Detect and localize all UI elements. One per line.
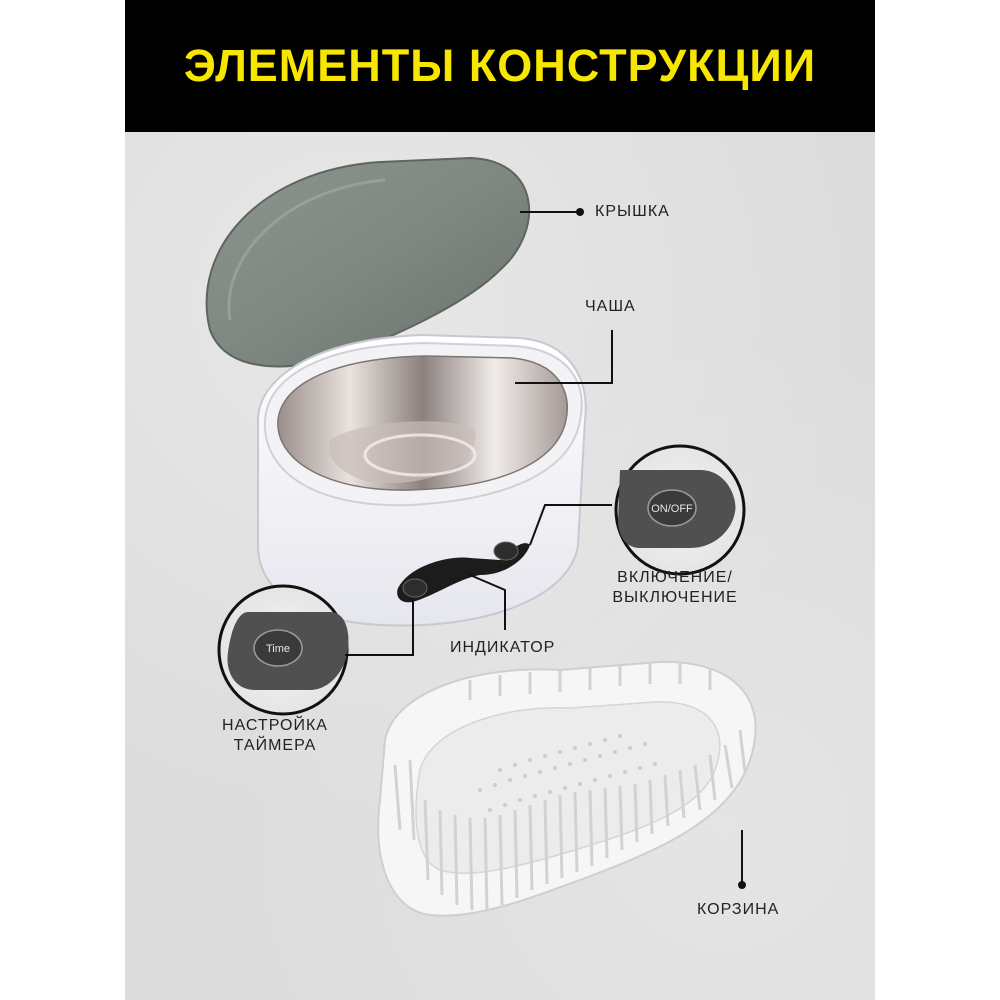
timer-leader [345, 600, 414, 656]
bowl-leader [515, 330, 613, 384]
lid [205, 156, 531, 368]
page-title: ЭЛЕМЕНТЫ КОНСТРУКЦИИ [183, 40, 817, 91]
basket [377, 660, 757, 917]
basket-leader-dot [738, 881, 746, 889]
callout-timer-line1: НАСТРОЙКА [222, 717, 328, 734]
callout-basket: КОРЗИНА [697, 901, 780, 918]
callout-lid: КРЫШКА [595, 203, 670, 220]
basket-holes [478, 734, 657, 812]
header-banner: ЭЛЕМЕНТЫ КОНСТРУКЦИИ [125, 0, 875, 132]
device-body [257, 333, 587, 627]
indicator-leader [469, 574, 506, 630]
on-off-button-text: ON/OFF [651, 503, 693, 515]
time-button-small[interactable] [402, 578, 428, 598]
lid-leader-dot [576, 208, 584, 216]
callout-indicator: ИНДИКАТОР [450, 639, 556, 656]
callout-timer: НАСТРОЙКА ТАЙМЕРА [210, 716, 340, 756]
time-button-text: Time [266, 643, 290, 655]
callout-bowl: ЧАША [585, 298, 636, 315]
callout-power-line2: ВЫКЛЮЧЕНИЕ [612, 589, 738, 606]
callout-timer-line2: ТАЙМЕРА [233, 737, 317, 754]
control-panel [397, 543, 530, 603]
basket-slots [393, 662, 747, 911]
zoom-on-off [614, 444, 746, 576]
on-off-button[interactable] [647, 489, 697, 527]
callout-power-line1: ВКЛЮЧЕНИЕ/ [617, 569, 733, 586]
zoom-time [217, 584, 349, 716]
time-button[interactable] [253, 629, 303, 667]
on-off-button-small[interactable] [493, 541, 519, 561]
power-leader [529, 504, 612, 546]
callout-power: ВКЛЮЧЕНИЕ/ ВЫКЛЮЧЕНИЕ [605, 568, 745, 608]
callout-lines [345, 211, 743, 885]
